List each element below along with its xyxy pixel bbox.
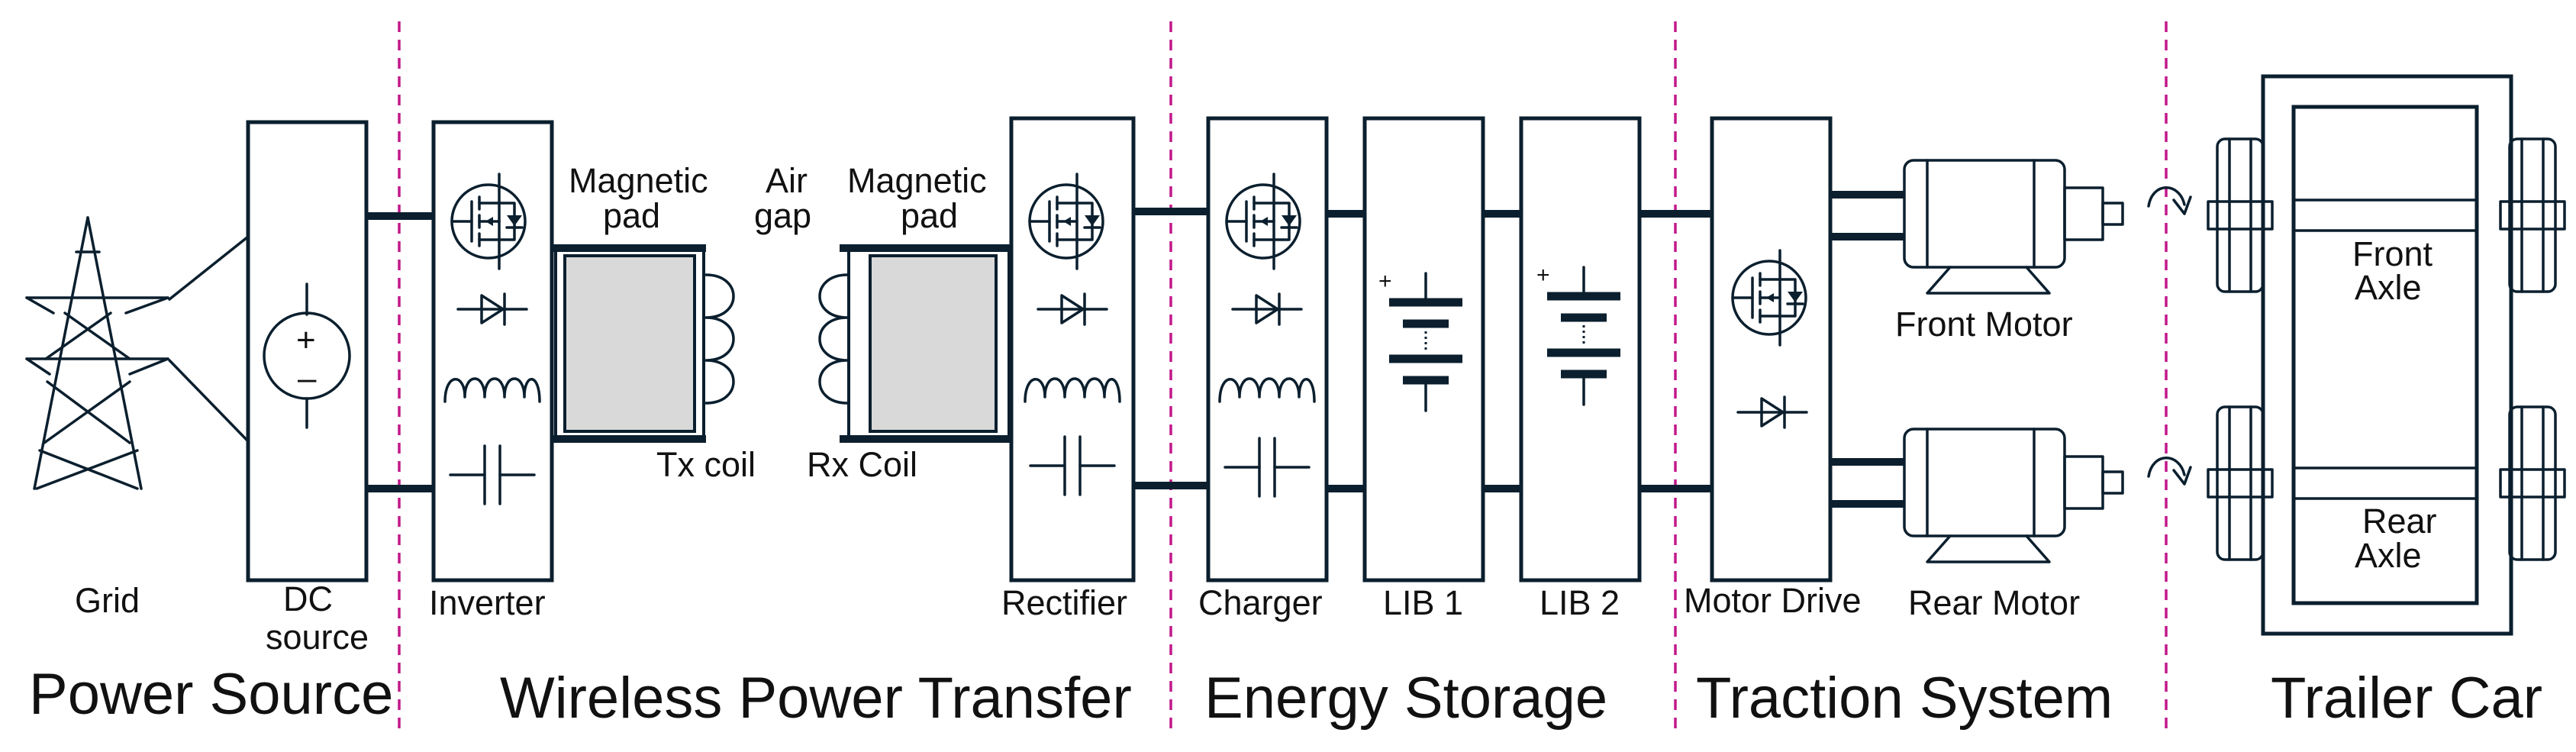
front-axle-label-line2: Axle (2355, 268, 2422, 307)
rear-motor-label: Rear Motor (1908, 583, 2080, 622)
section-title-trailer-car: Trailer Car (2271, 666, 2542, 731)
trailer-car-body (2261, 74, 2513, 636)
tx-pad-label-line2: pad (603, 196, 660, 235)
grid-wire-bottom (168, 359, 250, 443)
charger-label: Charger (1198, 583, 1323, 622)
trailer-car-inner (2291, 105, 2479, 605)
wheel-icon (2499, 405, 2566, 561)
transmission-tower-icon (25, 216, 169, 490)
front-motor-label: Front Motor (1895, 305, 2073, 344)
charger-box (1206, 116, 1329, 583)
inverter-box (431, 120, 554, 583)
wheel-icon (2207, 405, 2274, 561)
svg-text:+: + (296, 321, 316, 359)
lib1-box (1362, 116, 1485, 583)
section-title-energy-storage: Energy Storage (1204, 666, 1607, 731)
rectifier-box (1009, 116, 1136, 583)
dc-source-box (246, 120, 369, 583)
dc-source-label-line2: source (266, 618, 369, 657)
grid-label: Grid (75, 581, 140, 620)
section-title-wireless-power-transfer: Wireless Power Transfer (500, 666, 1132, 731)
section-title-power-source: Power Source (29, 662, 393, 727)
rx-magnetic-pad (869, 254, 998, 433)
wheel-icon (2499, 137, 2566, 293)
rear-axle-label-line2: Axle (2355, 536, 2422, 575)
air-gap-label-line2: gap (754, 196, 811, 235)
wheel-icon (2207, 137, 2274, 293)
section-dividers (398, 21, 2168, 731)
coil-icon (704, 273, 735, 405)
motor-drive-label: Motor Drive (1684, 581, 1862, 620)
air-gap-label-line1: Air (766, 161, 808, 200)
tx-coil-label: Tx coil (656, 445, 756, 484)
rx-coil-label: Rx Coil (807, 445, 917, 484)
dc-source-label-line1: DC (283, 579, 333, 618)
lib1-label: LIB 1 (1383, 583, 1463, 622)
motor-icon (1903, 428, 2124, 563)
inverter-label: Inverter (429, 583, 546, 622)
rear-axle-label-line1: Rear (2362, 502, 2437, 541)
tx-pad-label-line1: Magnetic (569, 161, 708, 200)
rotation-arrow-icon (2147, 186, 2192, 215)
rotation-arrow-icon (2147, 457, 2192, 486)
svg-text:–: – (298, 360, 317, 397)
motor-icon (1903, 159, 2124, 295)
coil-icon (818, 273, 849, 405)
rectifier-label: Rectifier (1001, 583, 1127, 622)
lib2-label: LIB 2 (1539, 583, 1620, 622)
rx-pad-label-line1: Magnetic (847, 161, 987, 200)
tx-magnetic-pad (563, 254, 696, 433)
motor-drive-box (1710, 116, 1833, 583)
front-axle-label-line1: Front (2352, 234, 2433, 273)
section-title-traction-system: Traction System (1696, 666, 2113, 731)
grid-wire-top (168, 235, 250, 301)
rx-pad-label-line2: pad (901, 196, 958, 235)
dc-source-icon: + – (263, 282, 351, 429)
